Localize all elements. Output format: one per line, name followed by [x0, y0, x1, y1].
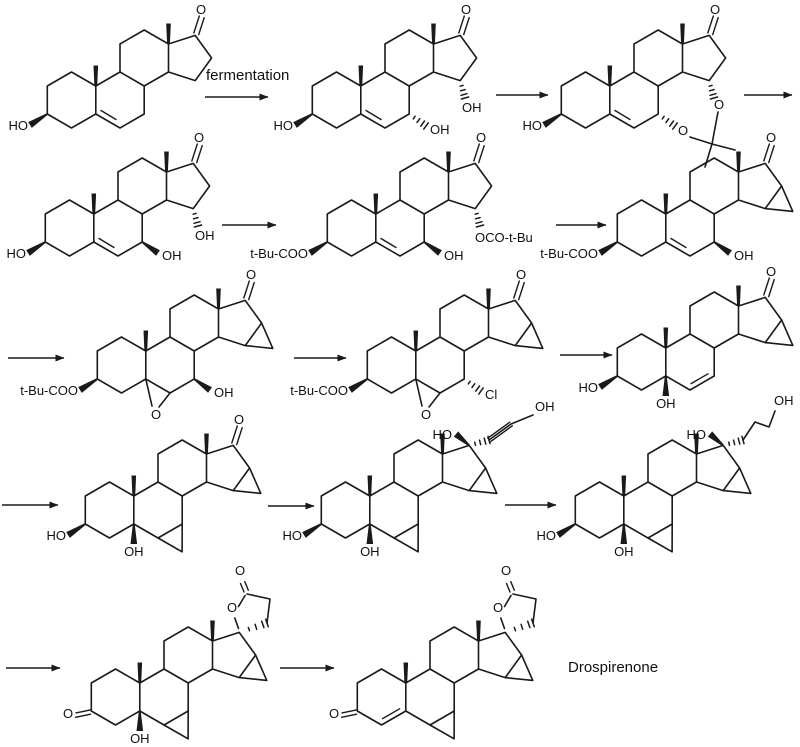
- compound-name-label: Drospirenone: [568, 659, 658, 676]
- atom-label-c17: HO: [433, 427, 453, 442]
- atom-label-o17: O: [766, 130, 776, 145]
- atom-label-chain-oh: OH: [774, 393, 794, 408]
- atom-label-c7: OH: [162, 248, 182, 263]
- atom-label-c3: t-Bu-COO: [20, 383, 78, 398]
- structure-drospirenone: O O O: [329, 563, 537, 740]
- atom-label-lactone-o: O: [227, 600, 237, 615]
- atom-label-c5: OH: [360, 544, 380, 559]
- atom-label-o17: O: [766, 264, 776, 279]
- atom-label-c5: OH: [656, 396, 676, 411]
- atom-label-c5: OH: [130, 731, 150, 746]
- atom-label-c7: OH: [734, 248, 754, 263]
- atom-label-lactone-keto: O: [235, 563, 245, 578]
- reaction-arrow-fermentation: fermentation: [205, 67, 289, 101]
- atom-label-epoxide-o: O: [151, 407, 161, 422]
- atom-label-c7: OH: [214, 385, 234, 400]
- structure-acetonide: HO O O O: [523, 2, 736, 168]
- atom-label-c3: HO: [579, 380, 599, 395]
- structure-dipivalate: t-Bu-COO OH OCO-t-Bu O: [250, 130, 533, 263]
- atom-label-c3: HO: [523, 118, 543, 133]
- structure-bis-methylene-diol: HO OH O: [47, 412, 262, 559]
- atom-label-o15: O: [714, 97, 724, 112]
- atom-label-o17: O: [516, 267, 526, 282]
- structure-3b5b-diol-6-ene: HO OH O: [579, 264, 794, 411]
- atom-label-c3: HO: [537, 528, 557, 543]
- atom-label-c7: OH: [444, 248, 464, 263]
- structure-hydroxypropyl: HO OH HO OH: [537, 393, 794, 559]
- atom-label-o17: O: [194, 130, 204, 145]
- atom-label-c3: HO: [7, 246, 27, 261]
- atom-label-c7: OH: [430, 122, 450, 137]
- atom-label-o17: O: [710, 2, 720, 17]
- structure-5b-hydroxy-lactone: O OH O O: [63, 563, 271, 746]
- atom-label-epoxide-o: O: [421, 407, 431, 422]
- atom-label-c3: HO: [283, 528, 303, 543]
- structure-propargyl-adduct: HO OH HO OH: [283, 399, 555, 559]
- atom-label-c15: OH: [462, 100, 482, 115]
- structure-androstenolone: HO O: [9, 2, 213, 133]
- structure-7b15a-diol: HO OH OH O: [7, 130, 215, 263]
- atom-label-o17: O: [461, 2, 471, 17]
- atom-label-o17: O: [476, 130, 486, 145]
- structure-7a-chloro-epoxide: t-Bu-COO O Cl O: [290, 267, 544, 422]
- atom-label-c3-keto: O: [63, 706, 73, 721]
- atom-label-o7: O: [678, 123, 688, 138]
- structure-5b6b-epoxide: t-Bu-COO O OH O: [20, 267, 274, 422]
- reaction-condition-label: fermentation: [206, 67, 289, 84]
- atom-label-c3: HO: [274, 118, 294, 133]
- atom-label-o17: O: [234, 412, 244, 427]
- atom-label-c17: HO: [687, 427, 707, 442]
- atom-label-c7-cl: Cl: [485, 387, 497, 402]
- atom-label-lactone-keto: O: [501, 563, 511, 578]
- structure-7a15a-dihydroxy-dhea: HO OH OH O: [274, 2, 482, 137]
- atom-label-lactone-o: O: [493, 600, 503, 615]
- atom-label-o17: O: [196, 2, 206, 17]
- structure-15b16b-methylene-pivalate: t-Bu-COO OH O: [540, 130, 794, 263]
- atom-label-c3: HO: [9, 118, 29, 133]
- atom-label-c3: t-Bu-COO: [250, 246, 308, 261]
- atom-label-c15: OH: [195, 228, 215, 243]
- atom-label-c3: t-Bu-COO: [540, 246, 598, 261]
- atom-label-c3-keto: O: [329, 706, 339, 721]
- atom-label-o17: O: [246, 267, 256, 282]
- atom-label-c15: OCO-t-Bu: [475, 230, 533, 245]
- atom-label-c3: t-Bu-COO: [290, 383, 348, 398]
- atom-label-c3: HO: [47, 528, 67, 543]
- atom-label-c5: OH: [124, 544, 144, 559]
- atom-label-chain-oh: OH: [535, 399, 555, 414]
- atom-label-c5: OH: [614, 544, 634, 559]
